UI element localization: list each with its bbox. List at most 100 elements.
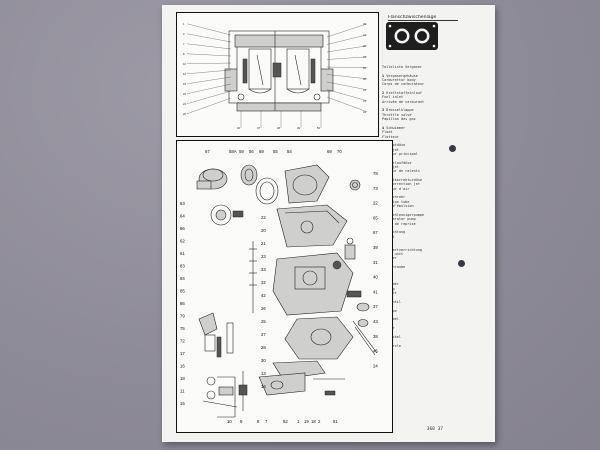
part-callout: 58A xyxy=(229,149,237,154)
legend-item-number: 4 xyxy=(382,125,387,130)
leader-line xyxy=(326,45,368,53)
part-callout: 41 xyxy=(373,289,378,294)
leader-line xyxy=(186,90,232,104)
section-label: 4 xyxy=(183,32,185,36)
legend-item-number: 1 xyxy=(382,73,387,78)
legend-header: Teileliste Vergaser xyxy=(382,65,423,69)
section-label: 24 xyxy=(183,102,186,106)
section-label: 1 xyxy=(183,22,185,26)
part-callout: 64 xyxy=(180,214,185,219)
legend-item: 9 Beschleunigerpumpe Accelerator pump Po… xyxy=(382,213,478,226)
section-label: 22 xyxy=(183,92,186,96)
leader-line xyxy=(186,23,232,36)
part-callout: 22 xyxy=(261,215,266,220)
section-label: 50 xyxy=(317,126,320,130)
part-callout: 7 xyxy=(265,419,268,424)
section-label: 43 xyxy=(363,99,366,103)
part-callout: 33 xyxy=(261,267,266,272)
part-callout: 9 xyxy=(240,419,243,424)
leader-line xyxy=(326,34,368,45)
legend-item: 15 Hebel Lever Levier xyxy=(382,317,478,330)
part-callout: 15 xyxy=(180,401,185,406)
leader-line xyxy=(186,83,232,94)
part-callout: 83 xyxy=(180,264,185,269)
part-callout: 17 xyxy=(180,351,185,356)
part-callout: 61 xyxy=(180,251,185,256)
part-callout: 23 xyxy=(261,254,266,259)
legend-item: 14 Ventil Valve Soupape xyxy=(382,300,478,313)
part-callout: 59 xyxy=(239,149,244,154)
part-callout: 20 xyxy=(261,228,266,233)
part-callout: 69 xyxy=(327,149,332,154)
leader-line xyxy=(186,43,232,50)
part-callout: 18 xyxy=(311,419,316,424)
legend-item: 12 Schraube Screw Vis xyxy=(382,265,478,278)
part-callout: 85 xyxy=(180,289,185,294)
legend-item: 4 Schwimmer Float Flotteur xyxy=(382,126,478,139)
part-callout: 69 xyxy=(259,149,264,154)
gasket-header: Flanschzwischenlage xyxy=(385,15,485,21)
part-callout: 28 xyxy=(261,345,266,350)
legend-item-text: Schwimmer Float Flotteur xyxy=(382,125,406,139)
legend-item-text: Kraftstoffeinlauf Fuel inlet Arrivée de … xyxy=(382,91,425,104)
section-label: 36 xyxy=(363,66,366,70)
legend-item-text: Vergasergehäuse Carburettor body Corps d… xyxy=(382,73,425,87)
part-callout: 32 xyxy=(261,280,266,285)
part-callout: 30 xyxy=(261,358,266,363)
part-callout: 22 xyxy=(373,201,378,206)
section-label: 47 xyxy=(257,126,260,130)
part-callout: 42 xyxy=(261,293,266,298)
part-callout: 51 xyxy=(333,419,338,424)
punch-hole-bottom xyxy=(458,260,465,267)
section-label: 41 xyxy=(363,88,366,92)
leader-line xyxy=(186,97,232,114)
part-callout: 18 xyxy=(180,376,185,381)
part-callout: 55 xyxy=(273,149,278,154)
part-callout: 24 xyxy=(373,363,378,368)
punch-hole-top xyxy=(449,145,456,152)
part-callout: 1 xyxy=(297,419,300,424)
part-callout: 27 xyxy=(261,332,266,337)
part-callout: 73 xyxy=(373,186,378,191)
leader-line xyxy=(326,66,368,68)
legend-item-number: 2 xyxy=(382,91,387,95)
part-callout: 52 xyxy=(283,419,288,424)
legend-item: 16 Deckel Cover Couvercle xyxy=(382,335,478,348)
section-label: 48 xyxy=(277,126,280,130)
leader-line xyxy=(186,62,232,64)
part-callout: 31 xyxy=(373,260,378,265)
part-callout: 45 xyxy=(373,349,378,354)
legend-item: 6 Leerlaufdüse Idle jet Gicleur de ralen… xyxy=(382,161,478,174)
legend-item: 11 Startvorrichtung Choke unit Starter xyxy=(382,248,478,261)
part-callout: 62 xyxy=(180,239,185,244)
part-callout: 67 xyxy=(373,230,378,235)
part-callout: 79 xyxy=(180,314,185,319)
legend-item: 13 Feder Spring Ressort xyxy=(382,282,478,295)
legend-item: 10 Dichtung Gasket Joint xyxy=(382,230,478,243)
leader-line xyxy=(186,76,232,84)
part-callout: 84 xyxy=(180,276,185,281)
section-label: 44 xyxy=(363,110,366,114)
section-label: 30 xyxy=(363,22,366,26)
part-callout: 56 xyxy=(249,149,254,154)
part-callout: 43 xyxy=(373,319,378,324)
legend-item: 1 Vergasergehäuse Carburettor body Corps… xyxy=(382,74,478,87)
section-label: 7 xyxy=(183,42,185,46)
parts-legend: Teileliste Vergaser 1 Vergasergehäuse Ca… xyxy=(382,65,478,352)
legend-item: 2 Kraftstoffeinlauf Fuel inlet Arrivée d… xyxy=(382,91,478,104)
section-label: 31 xyxy=(363,33,366,37)
page-number: 368 37 xyxy=(426,427,443,432)
section-label: 15 xyxy=(183,82,186,86)
section-label: 38 xyxy=(363,77,366,81)
part-callout: 10 xyxy=(227,419,232,424)
legend-item-number: 3 xyxy=(382,108,387,113)
part-callout: 63 xyxy=(180,201,185,206)
part-callout: 67 xyxy=(205,149,210,154)
section-label: 46 xyxy=(237,126,240,130)
legend-item: 3 Drosselklappe Throttle valve Papillon … xyxy=(382,108,478,121)
legend-item: 8 Mischrohr Emulsion tube Tube d'émulsio… xyxy=(382,195,478,208)
part-callout: 70 xyxy=(337,149,342,154)
part-callout: 39 xyxy=(373,245,378,250)
